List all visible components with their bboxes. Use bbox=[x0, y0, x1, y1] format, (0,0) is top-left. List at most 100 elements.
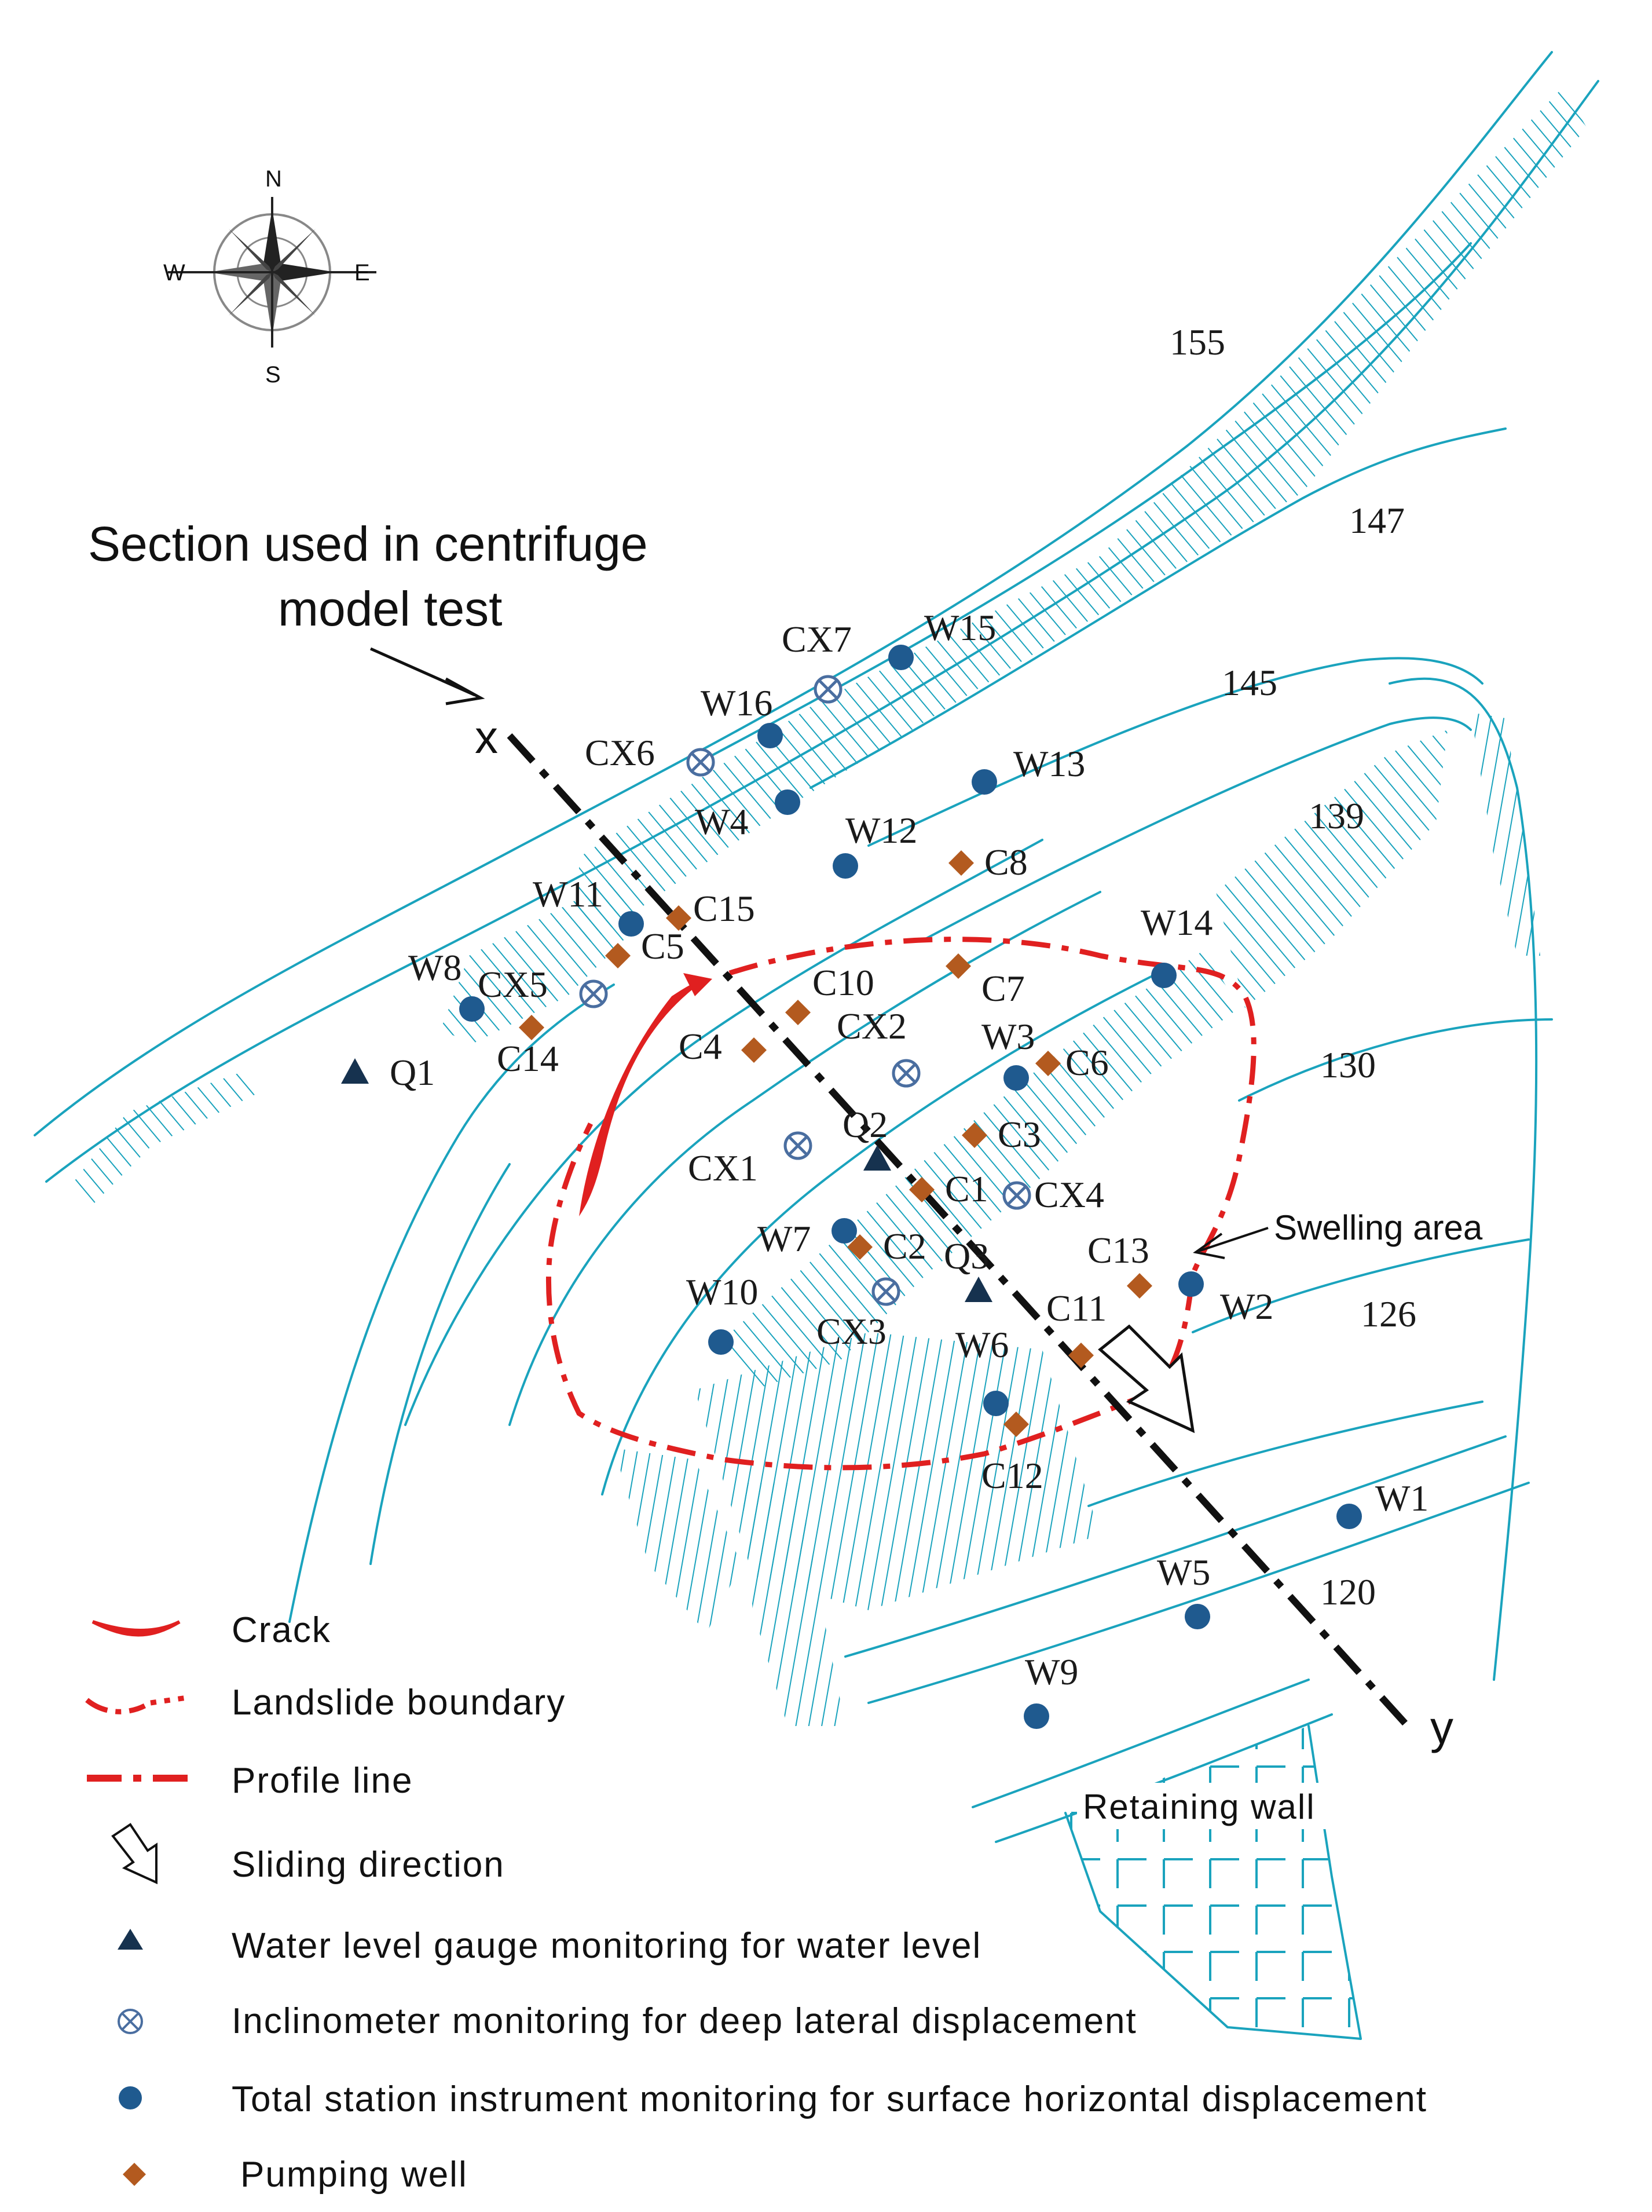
point-c5: C5 bbox=[605, 926, 684, 968]
contour-label-145: 145 bbox=[1222, 662, 1277, 703]
inclinometer-marker-icon bbox=[783, 1131, 812, 1160]
station-marker-icon bbox=[775, 789, 800, 815]
section-note-line2: model test bbox=[278, 582, 503, 636]
legend-inclinometer-icon bbox=[118, 2009, 143, 2034]
point-c1: C1 bbox=[909, 1168, 988, 1209]
contour-south-road-3 bbox=[972, 1679, 1310, 1808]
profile-end-label: y bbox=[1430, 1702, 1453, 1753]
station-marker-icon bbox=[1336, 1504, 1362, 1529]
point-label: W9 bbox=[1025, 1651, 1078, 1692]
contour-147 bbox=[809, 427, 1507, 789]
contour-south-road-4 bbox=[995, 1713, 1333, 1843]
legend-inclinometer-text: Inclinometer monitoring for deep lateral… bbox=[232, 2001, 1137, 2041]
point-q3: Q3 bbox=[944, 1235, 992, 1302]
point-cx3: CX3 bbox=[816, 1277, 900, 1352]
retaining-wall-label: Retaining wall bbox=[1083, 1787, 1316, 1826]
contour-126 bbox=[1192, 1238, 1530, 1333]
point-label: Q2 bbox=[843, 1104, 888, 1145]
contour-label-120: 120 bbox=[1320, 1571, 1376, 1613]
legend-well-icon bbox=[123, 2163, 146, 2186]
point-label: CX4 bbox=[1034, 1174, 1104, 1215]
contour-retaining-edge bbox=[1064, 1725, 1362, 2040]
contour-label-139: 139 bbox=[1309, 795, 1364, 836]
point-c10: C10 bbox=[785, 962, 874, 1025]
point-label: Q3 bbox=[944, 1235, 989, 1277]
slide-central-band bbox=[718, 950, 1239, 1390]
contour-label-155: 155 bbox=[1170, 321, 1225, 363]
point-label: Q1 bbox=[390, 1052, 435, 1093]
point-label: CX2 bbox=[837, 1006, 907, 1047]
point-label: W4 bbox=[695, 801, 748, 842]
station-marker-icon bbox=[708, 1329, 734, 1355]
point-label: C6 bbox=[1065, 1042, 1109, 1083]
contour-mid-2 bbox=[508, 891, 1101, 1426]
point-label: W16 bbox=[701, 682, 772, 723]
point-label: C2 bbox=[883, 1226, 926, 1267]
point-w6: W6 bbox=[955, 1324, 1009, 1416]
legend-station-text: Total station instrument monitoring for … bbox=[232, 2079, 1427, 2119]
well-marker-icon bbox=[1127, 1273, 1152, 1299]
legend-direction-icon bbox=[111, 1823, 157, 1885]
legend-well-text: Pumping well bbox=[240, 2155, 468, 2195]
station-marker-icon bbox=[459, 996, 485, 1022]
point-label: C13 bbox=[1087, 1230, 1149, 1271]
point-c11: C11 bbox=[1046, 1288, 1107, 1368]
point-cx4: CX4 bbox=[1002, 1174, 1104, 1215]
swelling-pointer bbox=[1198, 1227, 1269, 1252]
legend-profile-text: Profile line bbox=[232, 1761, 413, 1801]
well-marker-icon bbox=[847, 1234, 873, 1260]
point-c3: C3 bbox=[962, 1114, 1041, 1155]
station-marker-icon bbox=[1151, 963, 1177, 988]
point-label: W11 bbox=[533, 873, 603, 915]
station-marker-icon bbox=[833, 853, 858, 879]
well-marker-icon bbox=[1003, 1412, 1029, 1437]
legend-boundary-text: Landslide boundary bbox=[232, 1683, 566, 1723]
point-label: C7 bbox=[981, 968, 1025, 1009]
well-marker-icon bbox=[1068, 1343, 1094, 1368]
compass-w: W bbox=[163, 260, 185, 286]
contour-south-road-1 bbox=[844, 1435, 1507, 1658]
point-label: C4 bbox=[679, 1026, 722, 1067]
station-marker-icon bbox=[1178, 1271, 1204, 1297]
gauge-marker-icon bbox=[341, 1058, 369, 1084]
point-w3: W3 bbox=[981, 1016, 1035, 1091]
well-marker-icon bbox=[785, 1000, 811, 1025]
point-label: CX1 bbox=[688, 1147, 758, 1189]
point-label: W7 bbox=[757, 1218, 811, 1259]
contour-mid-3 bbox=[601, 972, 1159, 1496]
point-w4: W4 bbox=[695, 789, 800, 842]
point-c13: C13 bbox=[1087, 1230, 1152, 1299]
toe-west-slope-2 bbox=[741, 1483, 845, 1726]
contour-mid-1 bbox=[404, 839, 1043, 1426]
point-w10: W10 bbox=[686, 1271, 758, 1355]
station-marker-icon bbox=[618, 911, 644, 937]
point-w14: W14 bbox=[1141, 902, 1213, 988]
point-w5: W5 bbox=[1157, 1552, 1210, 1629]
point-label: W8 bbox=[408, 947, 461, 988]
profile-start-label: x bbox=[475, 711, 498, 763]
well-marker-icon bbox=[962, 1123, 987, 1148]
point-w16: W16 bbox=[701, 682, 783, 748]
inclinometer-marker-icon bbox=[892, 1059, 921, 1088]
legend-boundary-tail bbox=[150, 1694, 192, 1706]
point-q1: Q1 bbox=[341, 1052, 435, 1093]
retaining-wall-label-bg bbox=[1077, 1783, 1355, 1829]
well-marker-icon bbox=[605, 943, 631, 968]
station-marker-icon bbox=[1024, 1703, 1049, 1729]
legend-station-icon bbox=[119, 2086, 142, 2109]
compass-rose-icon: N S W E bbox=[163, 166, 376, 387]
inclinometer-marker-icon bbox=[579, 979, 608, 1008]
contour-139 bbox=[925, 716, 1472, 939]
point-c2: C2 bbox=[847, 1226, 926, 1267]
station-marker-icon bbox=[1185, 1604, 1210, 1629]
point-label: W6 bbox=[955, 1324, 1009, 1365]
section-note-arrowhead bbox=[445, 677, 485, 705]
point-q2: Q2 bbox=[843, 1104, 891, 1171]
point-c6: C6 bbox=[1035, 1042, 1109, 1083]
east-band bbox=[1216, 730, 1448, 1008]
toe-west-slope bbox=[614, 1448, 741, 1633]
point-label: C3 bbox=[998, 1114, 1041, 1155]
well-marker-icon bbox=[948, 850, 974, 876]
